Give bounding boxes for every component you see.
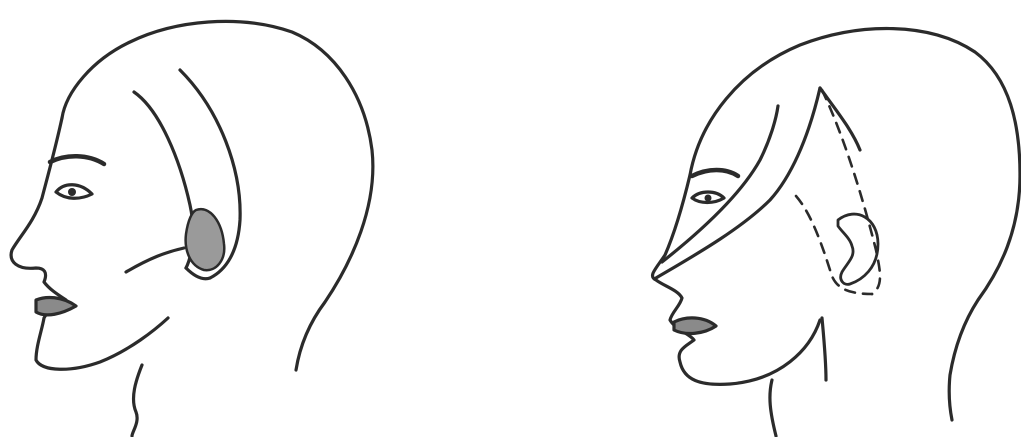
left-band-front-edge — [134, 92, 193, 268]
left-head-figure — [11, 21, 373, 436]
right-pupil — [705, 195, 712, 202]
left-eyebrow — [50, 156, 104, 164]
right-neck-back — [822, 318, 826, 380]
right-dashed-guide — [822, 90, 880, 294]
right-back-of-head — [949, 175, 1020, 420]
left-lips — [36, 298, 76, 315]
right-head-figure — [653, 29, 1020, 436]
right-eyebrow — [692, 170, 738, 176]
right-band-lower-edge — [656, 88, 820, 278]
right-ear — [838, 214, 878, 284]
left-ear — [186, 209, 225, 270]
right-lips — [674, 318, 716, 334]
right-neck-line — [770, 380, 776, 436]
left-neck-line — [132, 365, 142, 436]
left-face-profile — [62, 21, 373, 370]
right-front-profile — [653, 175, 820, 384]
left-cheek-line — [126, 248, 184, 272]
left-pupil — [68, 188, 76, 196]
right-skull-outline — [690, 29, 1020, 175]
